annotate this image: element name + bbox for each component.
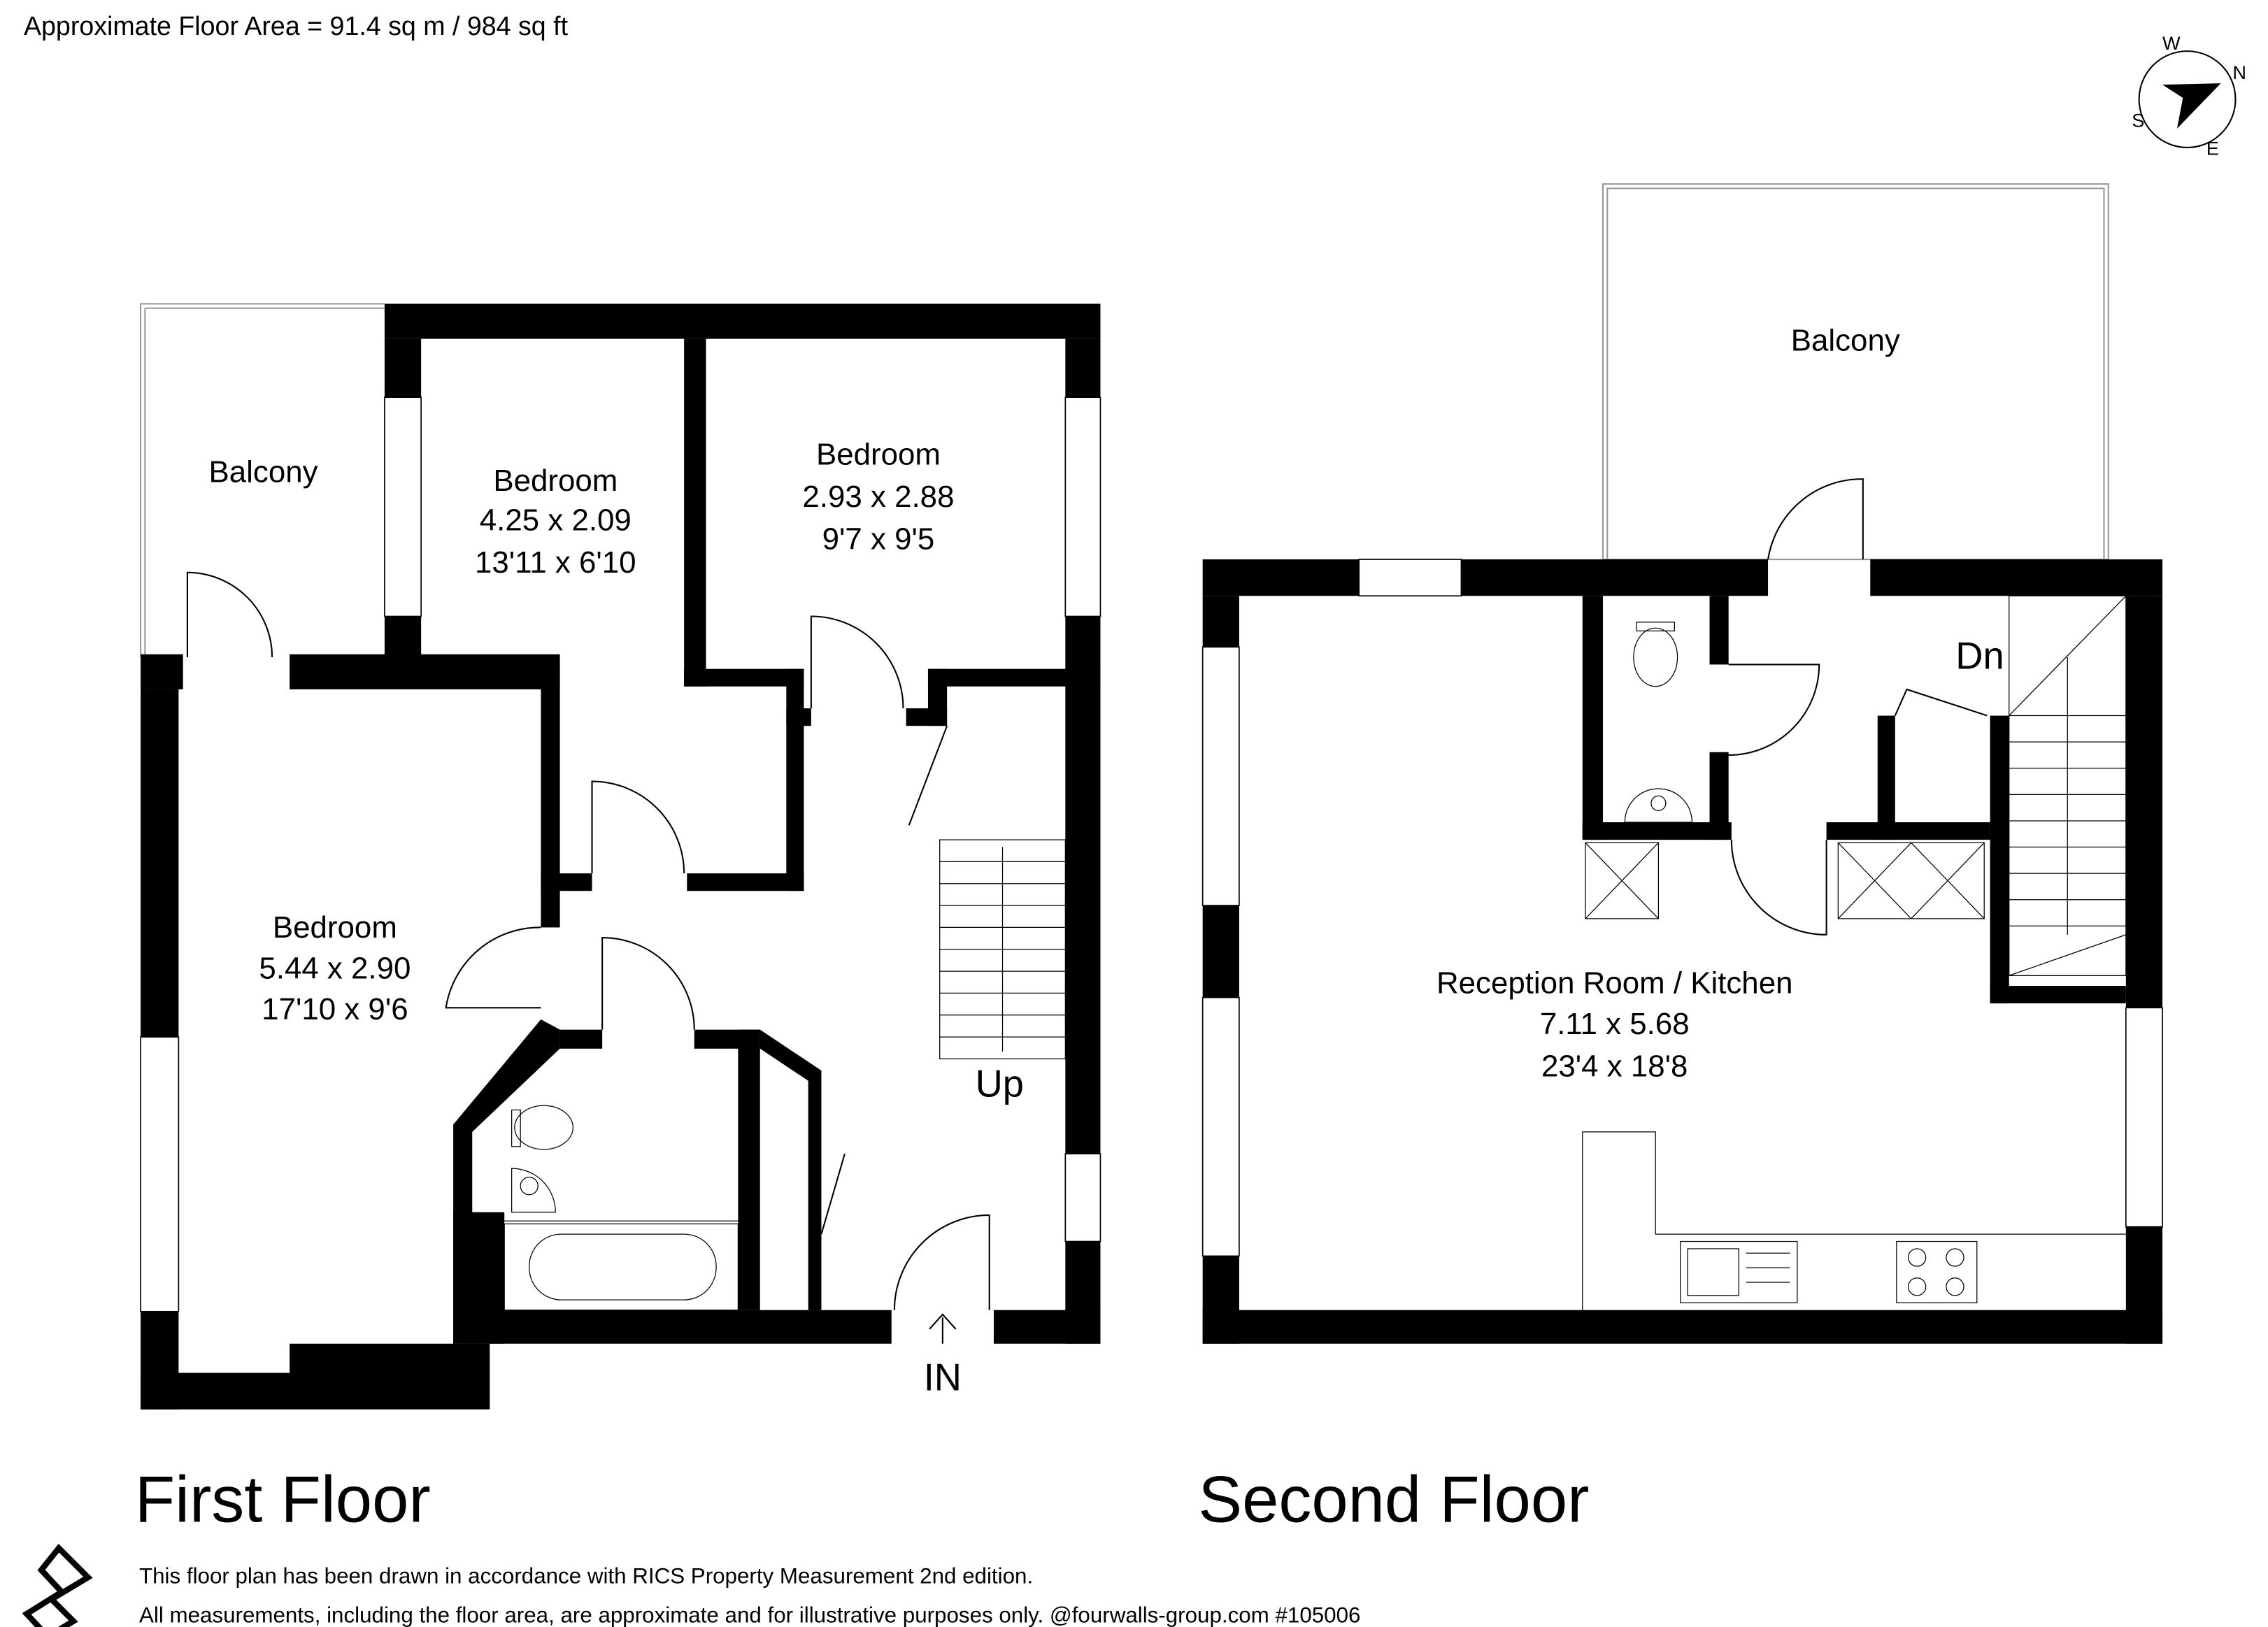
svg-text:E: E [2206,137,2219,159]
first-floor-title: First Floor [135,1463,431,1536]
basin-icon [511,1168,556,1213]
svg-text:W: W [2162,32,2181,54]
compass-icon: W N S E [2132,32,2246,159]
fourwalls-logo [22,1543,93,1627]
hob-icon [1896,1240,1978,1303]
svg-text:N: N [2232,62,2246,83]
first-floor-plan: Balcony Bedroom 4.25 x 2.09 13'11 x 6'10… [135,303,1101,1536]
svg-text:13'11 x 6'10: 13'11 x 6'10 [475,545,636,580]
svg-text:9'7 x 9'5: 9'7 x 9'5 [822,522,935,556]
toilet-icon [1633,622,1678,687]
svg-text:Bedroom: Bedroom [273,910,397,945]
entrance-label: IN [924,1356,962,1399]
toilet-icon [511,1105,574,1150]
sink-icon [1680,1240,1798,1303]
svg-text:Reception Room / Kitchen: Reception Room / Kitchen [1436,966,1793,1000]
entrance-arrow-icon [929,1313,957,1344]
svg-text:23'4 x 18'8: 23'4 x 18'8 [1541,1049,1688,1083]
svg-text:Bedroom: Bedroom [493,464,618,498]
balcony-label: Balcony [1791,323,1900,357]
svg-text:S: S [2132,110,2144,131]
stairs-up-label: Up [976,1063,1024,1105]
svg-text:4.25 x 2.09: 4.25 x 2.09 [480,503,632,537]
svg-text:17'10 x 9'6: 17'10 x 9'6 [262,992,408,1026]
second-floor-plan: Balcony Dn Reception Room / Kitchen 7.11… [1198,183,2163,1536]
floor-area-text: Approximate Floor Area = 91.4 sq m / 984… [24,11,569,41]
footer-line-2: All measurements, including the floor ar… [139,1603,1360,1627]
svg-text:2.93 x 2.88: 2.93 x 2.88 [802,480,954,514]
svg-text:Bedroom: Bedroom [816,437,941,471]
second-floor-title: Second Floor [1198,1463,1589,1536]
stairs-down-label: Dn [1955,635,2004,678]
svg-text:5.44 x 2.90: 5.44 x 2.90 [259,952,411,986]
svg-text:7.11 x 5.68: 7.11 x 5.68 [1540,1007,1690,1041]
footer-line-1: This floor plan has been drawn in accord… [139,1563,1033,1588]
balcony-label: Balcony [209,454,318,489]
basin-icon [1624,788,1693,823]
bath-icon [504,1223,739,1311]
